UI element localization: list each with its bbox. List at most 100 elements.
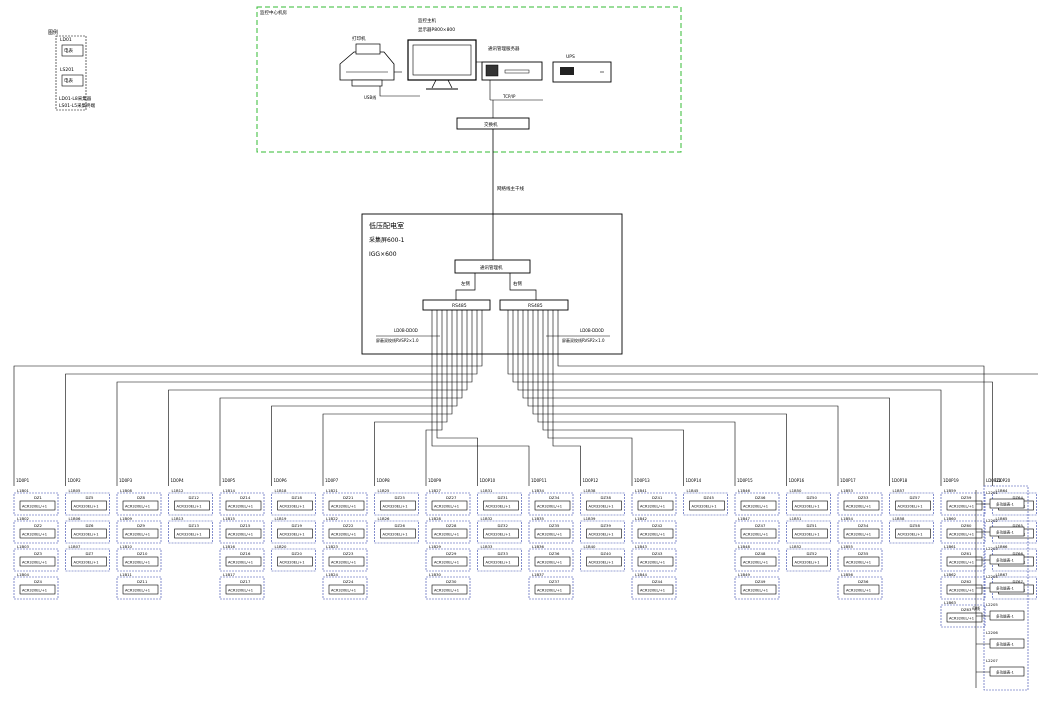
meter-name: DZ61 (961, 551, 972, 556)
meter-frame (322, 548, 368, 572)
meter-address: L1B38 (584, 488, 597, 493)
meter-name: DZ34 (549, 495, 560, 500)
meter-box (637, 528, 674, 539)
meter-box (843, 584, 880, 595)
meter-box (534, 500, 571, 511)
meter-frame (374, 520, 419, 544)
group-code: 1D0P1 (16, 478, 30, 483)
meter-group: 1D0P6L1B18DZ18ACR320EL/+1L1B19DZ19ACR320… (271, 478, 316, 572)
meter-model: ACR320EL/+1 (640, 533, 665, 537)
meter-name: DZ48 (755, 551, 766, 556)
gateway-left-link (455, 273, 476, 300)
meter-address: L1B04 (17, 572, 30, 577)
meter-model: ACR320EL/+1 (589, 505, 614, 509)
group-code: 1D0P14 (686, 478, 702, 483)
meter-model: ACR320EL/+1 (589, 533, 614, 537)
meter-address: L1B51 (790, 516, 803, 521)
meter-box (989, 666, 1025, 677)
meter-name: DZ42 (652, 523, 663, 528)
meter-model: 多功能表-1 (996, 670, 1014, 675)
cabinet-model: 采集屏600-1 (369, 236, 405, 244)
meter-model: ACR320EL/+1 (537, 589, 562, 593)
feeder-line (537, 310, 736, 486)
meter-address: L1B60 (944, 516, 957, 521)
meter-frame (631, 520, 677, 544)
meter-name: DZ43 (652, 551, 663, 556)
meter-box (174, 500, 210, 511)
meter-name: DZ3 (34, 551, 43, 556)
meter-frame (837, 548, 883, 572)
meter-name: DZ33 (498, 551, 509, 556)
legend-item-label: 电表 (64, 47, 73, 54)
legend-note: LS01-L5采集终端 (59, 102, 96, 109)
meter-frame (734, 492, 780, 516)
meter-address: L1B08 (120, 488, 133, 493)
meter-frame (528, 576, 574, 600)
meter-model: ACR320EL/+1 (125, 533, 150, 537)
meter-frame (580, 548, 625, 572)
meter-frame (219, 520, 265, 544)
meter-address: L2204 (986, 574, 998, 579)
meter-frame (528, 548, 574, 572)
legend-note: LD01-L8采集器 (59, 95, 92, 102)
meter-model: ACR320EL/+1 (743, 561, 768, 565)
meter-model: ACR320EL/+1 (228, 589, 253, 593)
meter-box (225, 556, 262, 567)
meter-address: L1B28 (429, 516, 442, 521)
meter-model: ACR320EL/+1 (331, 505, 356, 509)
printer-icon (339, 43, 402, 87)
meter-frame (786, 520, 831, 544)
branch-left-label: 左侧 (461, 280, 470, 287)
meter-box (380, 528, 416, 539)
meter-box (843, 500, 880, 511)
meter-address: L1B63 (944, 600, 957, 605)
printer-label: 打印机 (352, 35, 366, 42)
meter-box (792, 556, 828, 567)
meter-frame (219, 576, 265, 600)
meter-model: ACR320EL/+1 (743, 589, 768, 593)
meter-address: L1B22 (326, 516, 339, 521)
meter-box (740, 584, 777, 595)
meter-address: L1B23 (326, 544, 339, 549)
meter-name: DZ37 (549, 579, 560, 584)
meter-model: 多功能表-1 (996, 502, 1014, 507)
meter-model: ACR320EL/+1 (949, 589, 974, 593)
meter-address: L2202 (986, 518, 998, 523)
meter-frame (322, 492, 368, 516)
meter-model: ACR320EL/+1 (692, 505, 717, 509)
meter-model: ACR320EL/+1 (22, 533, 47, 537)
meter-name: DZ2 (34, 523, 43, 528)
meter-address: L1B56 (841, 572, 854, 577)
meter-name: DZ65 (1013, 523, 1024, 528)
feeder-line (522, 310, 890, 486)
meter-name: DZ21 (343, 495, 354, 500)
meter-frame (13, 492, 59, 516)
meter-model: ACR320EL/+1 (743, 505, 768, 509)
meter-box (946, 556, 983, 567)
meter-address: L1B66 (996, 544, 1009, 549)
meter-address: L1B43 (635, 544, 648, 549)
meter-address: L1B13 (172, 516, 185, 521)
group-code: 1D0P9 (428, 478, 442, 483)
meter-box (989, 610, 1025, 621)
bus-left-box (422, 299, 491, 311)
printer-cable-label: USB线 (364, 94, 376, 100)
feeder-line (512, 310, 993, 486)
meter-group: 1D0P13L1B41DZ41ACR320EL/+1L1B42DZ42ACR32… (631, 478, 677, 600)
feeder-line (436, 310, 478, 486)
group-code: 1D0P4 (171, 478, 185, 483)
meter-address: L1B06 (69, 516, 82, 521)
meter-name: DZ67 (1013, 579, 1024, 584)
meter-box (740, 556, 777, 567)
meter-model: ACR320EL/+1 (280, 561, 305, 565)
meter-frame (13, 576, 59, 600)
meter-box (225, 500, 262, 511)
meter-model: ACR320EL/+1 (537, 505, 562, 509)
meter-box (946, 612, 983, 623)
legend-item-box (61, 74, 84, 87)
meter-box (19, 528, 56, 539)
meter-name: DZ60 (961, 523, 972, 528)
feeder-line (507, 310, 1038, 375)
cabinet-title: 低压配电室 (369, 221, 404, 230)
meter-group: 1D0P4L1B12DZ12ACR320EL/+1L1B13DZ13ACR320… (168, 478, 213, 544)
